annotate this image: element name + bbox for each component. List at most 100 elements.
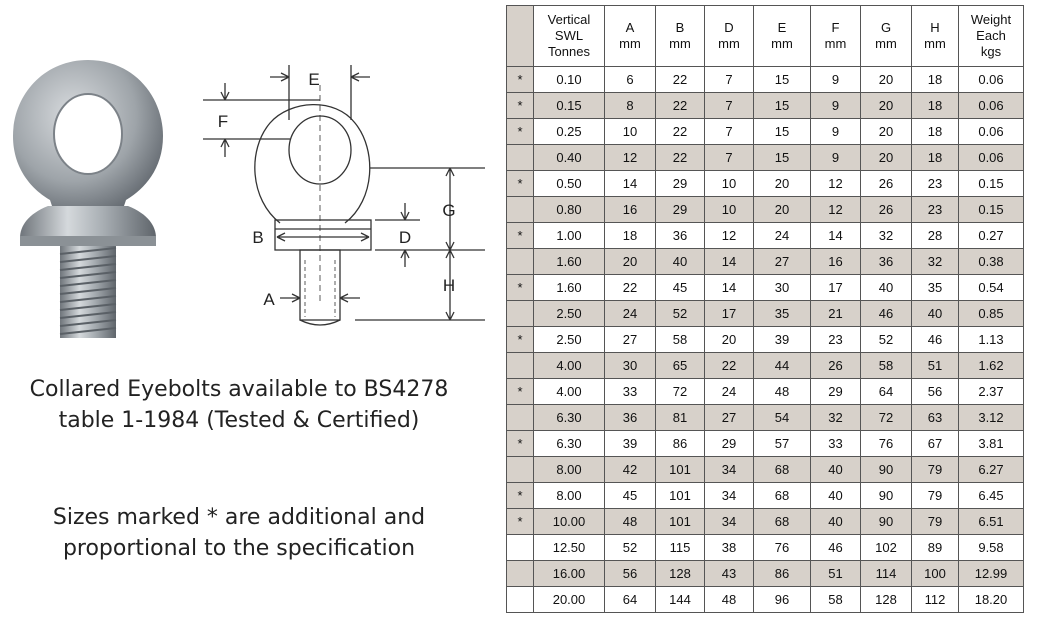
cell-d: 12 <box>704 222 754 249</box>
cell-h: 79 <box>911 508 959 535</box>
header-h-line1: H <box>930 20 940 35</box>
cell-a: 39 <box>604 430 656 457</box>
cell-weight: 1.62 <box>958 352 1024 379</box>
cell-e: 30 <box>753 274 811 301</box>
cell-swl: 20.00 <box>533 586 605 613</box>
cell-h: 18 <box>911 66 959 93</box>
cell-h: 51 <box>911 352 959 379</box>
cell-swl: 8.00 <box>533 456 605 483</box>
cell-h: 100 <box>911 560 959 587</box>
cell-f: 26 <box>810 352 861 379</box>
cell-weight: 0.27 <box>958 222 1024 249</box>
cell-d: 43 <box>704 560 754 587</box>
cell-e: 20 <box>753 196 811 223</box>
cell-swl: 2.50 <box>533 326 605 353</box>
cell-swl: 16.00 <box>533 560 605 587</box>
cell-f: 23 <box>810 326 861 353</box>
cell-g: 20 <box>860 118 912 145</box>
cell-f: 32 <box>810 404 861 431</box>
cell-e: 86 <box>753 560 811 587</box>
diagram-label-b: B <box>252 228 263 247</box>
cell-marker: * <box>506 118 534 145</box>
cell-e: 68 <box>753 482 811 509</box>
cell-swl: 4.00 <box>533 378 605 405</box>
cell-d: 48 <box>704 586 754 613</box>
cell-a: 45 <box>604 482 656 509</box>
cell-f: 40 <box>810 508 861 535</box>
cell-swl: 1.60 <box>533 248 605 275</box>
cell-b: 22 <box>655 118 705 145</box>
cell-swl: 6.30 <box>533 404 605 431</box>
cell-b: 52 <box>655 300 705 327</box>
diagram-label-e: E <box>308 70 319 89</box>
cell-f: 21 <box>810 300 861 327</box>
cell-b: 36 <box>655 222 705 249</box>
cell-b: 65 <box>655 352 705 379</box>
cell-b: 58 <box>655 326 705 353</box>
cell-weight: 0.38 <box>958 248 1024 275</box>
eyebolt-spec-table: Vertical SWL Tonnes A mm B mm D mm E mm … <box>506 5 1024 613</box>
cell-f: 51 <box>810 560 861 587</box>
cell-a: 30 <box>604 352 656 379</box>
cell-weight: 6.27 <box>958 456 1024 483</box>
cell-b: 128 <box>655 560 705 587</box>
header-a: A mm <box>604 5 656 67</box>
eyebolt-dimension-diagram: E F B D G A H <box>203 65 485 326</box>
cell-marker: * <box>506 274 534 301</box>
header-h: H mm <box>911 5 959 67</box>
cell-weight: 0.06 <box>958 144 1024 171</box>
cell-g: 90 <box>860 482 912 509</box>
cell-weight: 0.15 <box>958 196 1024 223</box>
cell-d: 14 <box>704 274 754 301</box>
cell-marker <box>506 144 534 171</box>
cell-g: 20 <box>860 144 912 171</box>
cell-d: 7 <box>704 144 754 171</box>
cell-weight: 12.99 <box>958 560 1024 587</box>
cell-b: 22 <box>655 92 705 119</box>
cell-marker <box>506 586 534 613</box>
diagram-label-h: H <box>443 276 455 295</box>
cell-e: 57 <box>753 430 811 457</box>
diagram-label-a: A <box>263 290 275 309</box>
cell-swl: 0.25 <box>533 118 605 145</box>
cell-marker <box>506 534 534 561</box>
caption-line-3: Sizes marked * are additional and <box>52 505 426 530</box>
cell-d: 17 <box>704 300 754 327</box>
cell-d: 7 <box>704 92 754 119</box>
caption-line-2: table 1-1984 (Tested & Certified) <box>58 408 420 433</box>
cell-marker: * <box>506 326 534 353</box>
cell-b: 29 <box>655 196 705 223</box>
cell-h: 63 <box>911 404 959 431</box>
cell-b: 81 <box>655 404 705 431</box>
cell-weight: 6.51 <box>958 508 1024 535</box>
cell-a: 6 <box>604 66 656 93</box>
header-b-line1: B <box>675 20 685 35</box>
cell-e: 68 <box>753 508 811 535</box>
eyebolt-threaded-shank <box>59 246 117 338</box>
header-e-line1: E <box>777 20 787 35</box>
cell-g: 64 <box>860 378 912 405</box>
cell-e: 54 <box>753 404 811 431</box>
cell-f: 9 <box>810 92 861 119</box>
header-weight: Weight Each kgs <box>958 5 1024 67</box>
cell-marker <box>506 248 534 275</box>
diagram-label-d: D <box>399 228 411 247</box>
cell-weight: 1.13 <box>958 326 1024 353</box>
cell-d: 22 <box>704 352 754 379</box>
cell-f: 9 <box>810 118 861 145</box>
header-swl-line2: SWL <box>554 28 584 43</box>
cell-swl: 4.00 <box>533 352 605 379</box>
cell-e: 15 <box>753 144 811 171</box>
cell-h: 40 <box>911 300 959 327</box>
cell-b: 29 <box>655 170 705 197</box>
cell-f: 12 <box>810 196 861 223</box>
cell-marker <box>506 196 534 223</box>
cell-g: 40 <box>860 274 912 301</box>
cell-swl: 0.50 <box>533 170 605 197</box>
